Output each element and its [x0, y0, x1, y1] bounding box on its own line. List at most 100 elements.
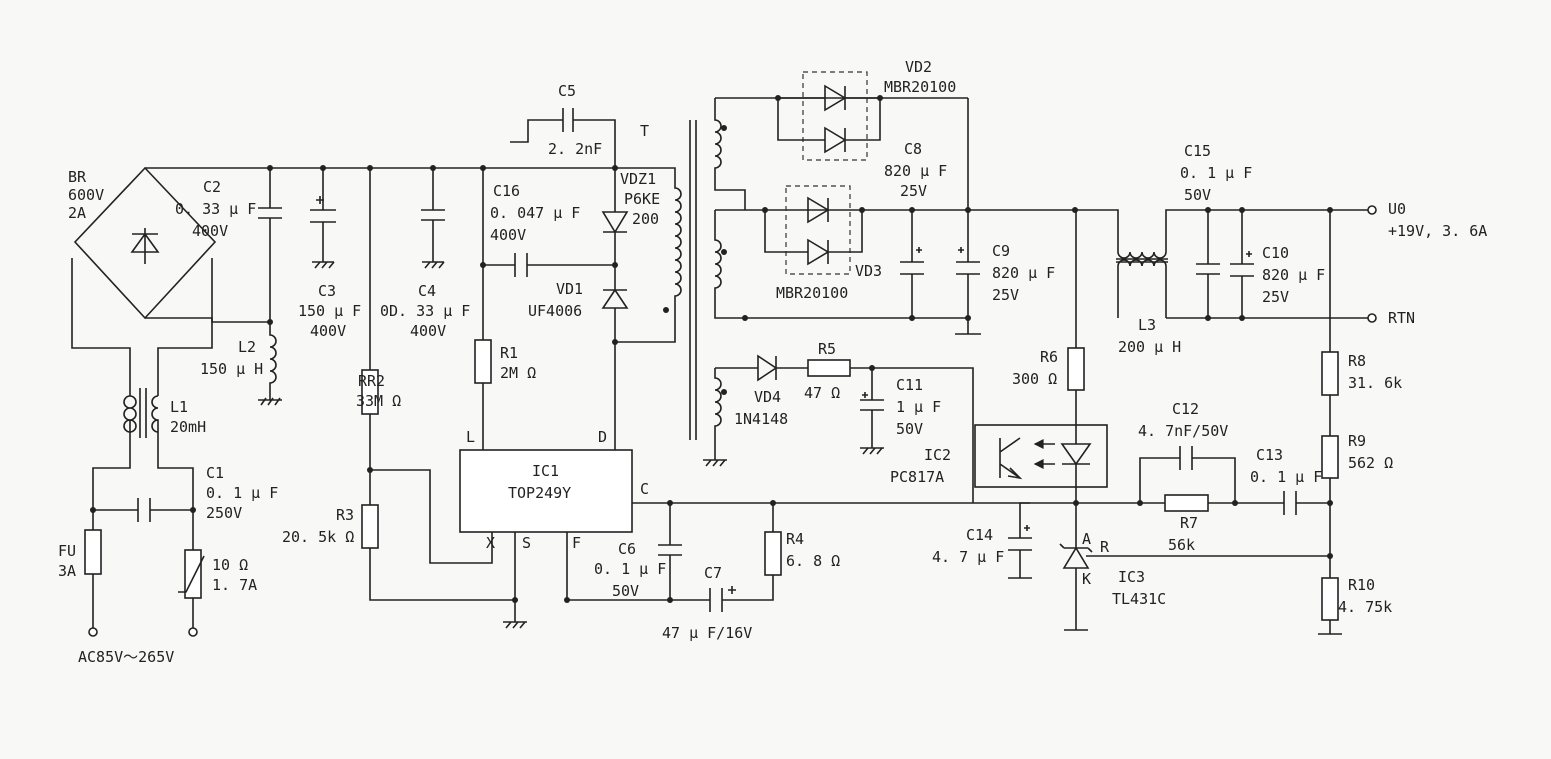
label-r9-value: 562 Ω: [1348, 454, 1393, 472]
label-ic2: IC2: [924, 446, 951, 464]
label-r3: R3: [336, 506, 354, 524]
label-c7-value: 47 μ F/16V: [662, 624, 752, 642]
label-r5-value: 47 Ω: [804, 384, 840, 402]
capacitor-c2: [258, 168, 282, 250]
label-c4-rating: 400V: [410, 322, 446, 340]
label-c16-value: 0. 047 μ F: [490, 204, 580, 222]
label-c8-value: 820 μ F: [884, 162, 947, 180]
label-c2: C2: [203, 178, 221, 196]
diode-vd1: [601, 265, 629, 342]
diode-vd3: [764, 185, 863, 275]
label-c2-rating: 400V: [192, 222, 228, 240]
resistor-r1: [474, 168, 492, 450]
label-pin-x: X: [486, 534, 495, 552]
label-c10: C10: [1262, 244, 1289, 262]
label-r10: R10: [1348, 576, 1375, 594]
ground-ic1: [503, 600, 527, 629]
label-r7-value: 56k: [1168, 536, 1195, 554]
label-l1-value: 20mH: [170, 418, 206, 436]
optocoupler-ic2: [974, 385, 1108, 503]
label-c3: C3: [318, 282, 336, 300]
transformer-core: [689, 120, 697, 440]
label-r1: R1: [500, 344, 518, 362]
label-pin-s: S: [522, 534, 531, 552]
label-c15-value: 0. 1 μ F: [1180, 164, 1252, 182]
capacitor-c16: [483, 253, 615, 277]
label-c11-rating: 50V: [896, 420, 923, 438]
label-c10-rating: 25V: [1262, 288, 1289, 306]
capacitor-c13: [1283, 491, 1297, 515]
label-r1-value: 2M Ω: [500, 364, 536, 382]
label-l3: L3: [1138, 316, 1156, 334]
label-pin-a: A: [1082, 530, 1091, 548]
label-vdz1: VDZ1: [620, 170, 656, 188]
label-l2-value: 150 μ H: [200, 360, 263, 378]
label-l3-value: 200 μ H: [1118, 338, 1181, 356]
bridge-rectifier-br: [73, 166, 270, 323]
label-rr2-value: 33M Ω: [356, 392, 401, 410]
label-c14-value: 4. 7 μ F: [932, 548, 1004, 566]
label-r4-value: 6. 8 Ω: [786, 552, 840, 570]
label-c14: C14: [966, 526, 993, 544]
label-c3-rating: 400V: [310, 322, 346, 340]
label-ic2-part: PC817A: [890, 468, 944, 486]
label-uo: U0: [1388, 200, 1406, 218]
label-c9: C9: [992, 242, 1010, 260]
capacitor-c15: [1196, 210, 1220, 318]
label-c8: C8: [904, 140, 922, 158]
label-vd4-part: 1N4148: [734, 410, 788, 428]
label-c13: C13: [1256, 446, 1283, 464]
label-vd3: VD3: [855, 262, 882, 280]
label-r8: R8: [1348, 352, 1366, 370]
label-c8-rating: 25V: [900, 182, 927, 200]
label-c7: C7: [704, 564, 722, 582]
label-c9-rating: 25V: [992, 286, 1019, 304]
ac-terminal-left: [88, 627, 98, 637]
terminal-rtn: [1367, 313, 1377, 323]
resistor-r5: [807, 359, 974, 503]
terminal-uo: [1367, 205, 1377, 215]
ac-terminal-right: [188, 627, 198, 637]
shunt-regulator-ic3: [1059, 503, 1330, 631]
label-r9: R9: [1348, 432, 1366, 450]
resistor-r4: [764, 503, 782, 576]
label-c5-value: 2. 2nF: [548, 140, 602, 158]
capacitor-c3: [310, 168, 336, 269]
label-pin-r: R: [1100, 538, 1110, 556]
label-vd3-part: MBR20100: [776, 284, 848, 302]
resistor-r6: [1067, 210, 1085, 391]
label-br-current: 2A: [68, 204, 86, 222]
label-vd2: VD2: [905, 58, 932, 76]
zener-vdz1: [601, 168, 629, 265]
label-c6-rating: 50V: [612, 582, 639, 600]
label-c6: C6: [618, 540, 636, 558]
label-c11: C11: [896, 376, 923, 394]
fuse-fu: [84, 529, 102, 575]
label-pin-k: K: [1082, 570, 1091, 588]
label-r3-value: 20. 5k Ω: [282, 528, 354, 546]
label-pin-c: C: [640, 480, 649, 498]
transformer-primary: [614, 167, 682, 450]
resistor-r7: [1076, 494, 1330, 512]
ic1-top249y: [459, 449, 1030, 600]
label-r6: R6: [1040, 348, 1058, 366]
capacitor-c10: [1230, 210, 1254, 318]
capacitor-c6: [658, 503, 682, 600]
label-c10-value: 820 μ F: [1262, 266, 1325, 284]
label-c12: C12: [1172, 400, 1199, 418]
label-fu-value: 3A: [58, 562, 76, 580]
label-thermistor-rating: 1. 7A: [212, 576, 257, 594]
label-c1: C1: [206, 464, 224, 482]
label-c5: C5: [558, 82, 576, 100]
label-c15: C15: [1184, 142, 1211, 160]
label-vd1-value: UF4006: [528, 302, 582, 320]
capacitor-c12: [1139, 446, 1236, 503]
label-c15-rating: 50V: [1184, 186, 1211, 204]
label-c6-value: 0. 1 μ F: [594, 560, 666, 578]
label-ic3: IC3: [1118, 568, 1145, 586]
label-c12-value: 4. 7nF/50V: [1138, 422, 1228, 440]
label-vdz1-part-b: 200: [632, 210, 659, 228]
label-c1-value: 0. 1 μ F: [206, 484, 278, 502]
label-uo-value: +19V, 3. 6A: [1388, 222, 1487, 240]
